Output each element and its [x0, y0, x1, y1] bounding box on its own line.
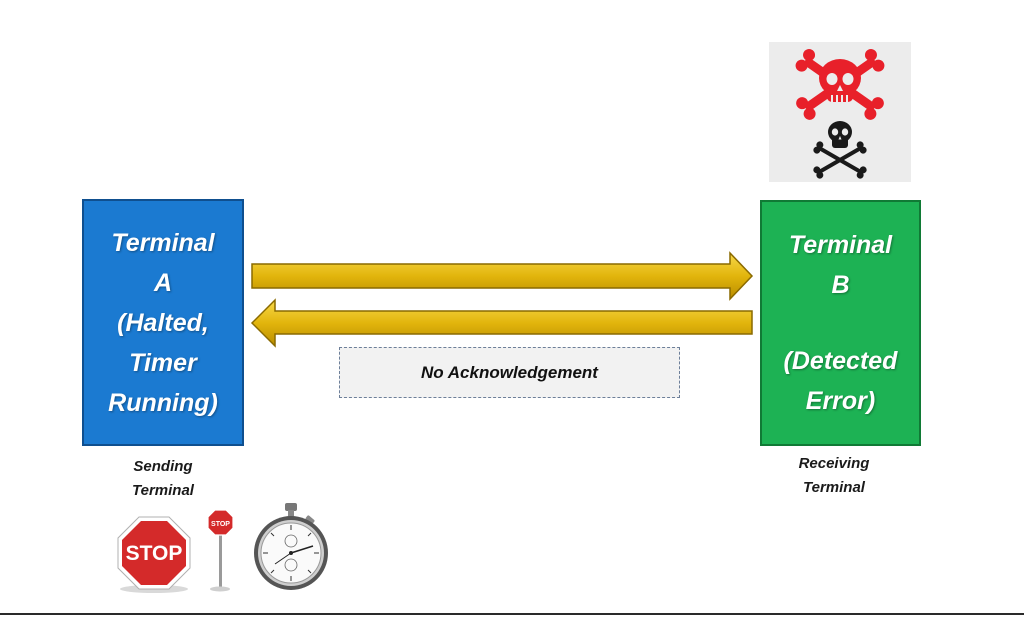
stop-sign-small-icon: STOP: [207, 509, 234, 592]
forward-arrow: [251, 251, 754, 301]
backward-arrow: [250, 298, 753, 348]
stop-sign-large-text: STOP: [126, 542, 183, 565]
terminal-a-line-5: Running): [108, 388, 218, 417]
stop-sign-small-text: STOP: [211, 521, 230, 528]
stop-sign-large-icon: STOP: [117, 516, 191, 593]
terminal-a-line-4: Timer: [129, 348, 197, 377]
terminal-b-line-2: B: [831, 271, 850, 299]
no-acknowledgement-label: No Acknowledgement: [339, 347, 680, 398]
danger-panel: [769, 42, 911, 182]
terminal-b-box: Terminal B (Detected Error): [760, 200, 921, 446]
no-acknowledgement-text: No Acknowledgement: [421, 362, 598, 382]
terminal-b-line-3: (Detected: [783, 347, 898, 375]
sending-terminal-caption: Sending Terminal: [100, 455, 226, 503]
skull-crossbones-red-icon: [795, 48, 885, 120]
terminal-b-line-4: Error): [805, 387, 876, 415]
terminal-b-line-1: Terminal: [788, 231, 893, 259]
skull-crossbones-icons: [795, 48, 885, 179]
terminal-a-box: Terminal A (Halted, Timer Running): [82, 199, 244, 446]
terminal-b-spacer: [762, 305, 919, 341]
stopwatch-icon: [254, 503, 328, 590]
caption-a-line-2: Terminal: [132, 482, 194, 499]
caption-b-line-1: Receiving: [798, 455, 870, 472]
terminal-a-line-3: (Halted,: [117, 308, 209, 337]
terminal-a-line-2: A: [153, 268, 173, 297]
receiving-terminal-caption: Receiving Terminal: [769, 452, 899, 500]
skull-crossbones-black-icon: [813, 121, 867, 179]
caption-b-line-2: Terminal: [803, 479, 865, 496]
caption-a-line-1: Sending: [133, 458, 193, 475]
status-icons-group: STOP STOP: [117, 503, 328, 593]
terminal-a-line-1: Terminal: [111, 228, 215, 257]
bottom-divider: [0, 613, 1024, 615]
